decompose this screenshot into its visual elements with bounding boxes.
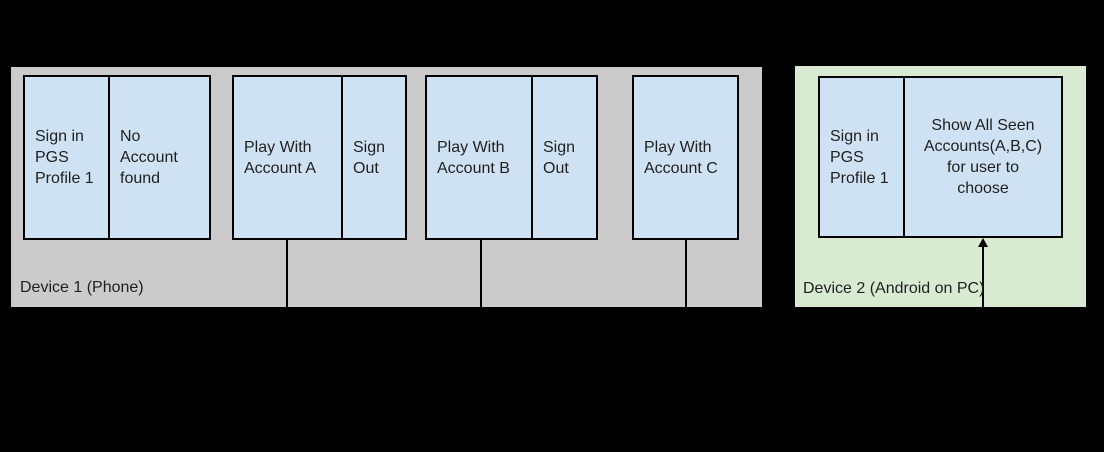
box-play-with-account-b: Play With Account B [425,75,533,240]
group-account-c: Play With Account C [632,75,739,240]
box-sign-out-a: Sign Out [341,75,407,240]
arrowhead-up-icon [978,238,988,247]
box-show-all-seen-accounts: Show All Seen Accounts(A,B,C) for user t… [903,76,1063,238]
group-signin-noaccount: Sign in PGS Profile 1 No Account found [23,75,211,240]
device1-container: Sign in PGS Profile 1 No Account found P… [11,67,762,307]
group-account-b: Play With Account B Sign Out [425,75,598,240]
device2-label: Device 2 (Android on PC) [803,280,985,297]
device2-container: Sign in PGS Profile 1 Show All Seen Acco… [795,66,1086,307]
connector-arrow-line [982,246,984,307]
box-play-with-account-a: Play With Account A [232,75,343,240]
box-sign-in-pgs-profile-1: Sign in PGS Profile 1 [23,75,110,240]
box-sign-in-pgs-profile-1-device2: Sign in PGS Profile 1 [818,76,905,238]
box-no-account-found: No Account found [108,75,211,240]
connector-line-account-c [685,239,687,307]
connector-line-account-a [286,240,288,307]
connector-line-account-b [480,240,482,307]
group-device2-signin: Sign in PGS Profile 1 Show All Seen Acco… [818,76,1063,238]
box-sign-out-b: Sign Out [531,75,598,240]
group-account-a: Play With Account A Sign Out [232,75,407,240]
device1-label: Device 1 (Phone) [20,279,144,296]
box-play-with-account-c: Play With Account C [632,75,739,240]
